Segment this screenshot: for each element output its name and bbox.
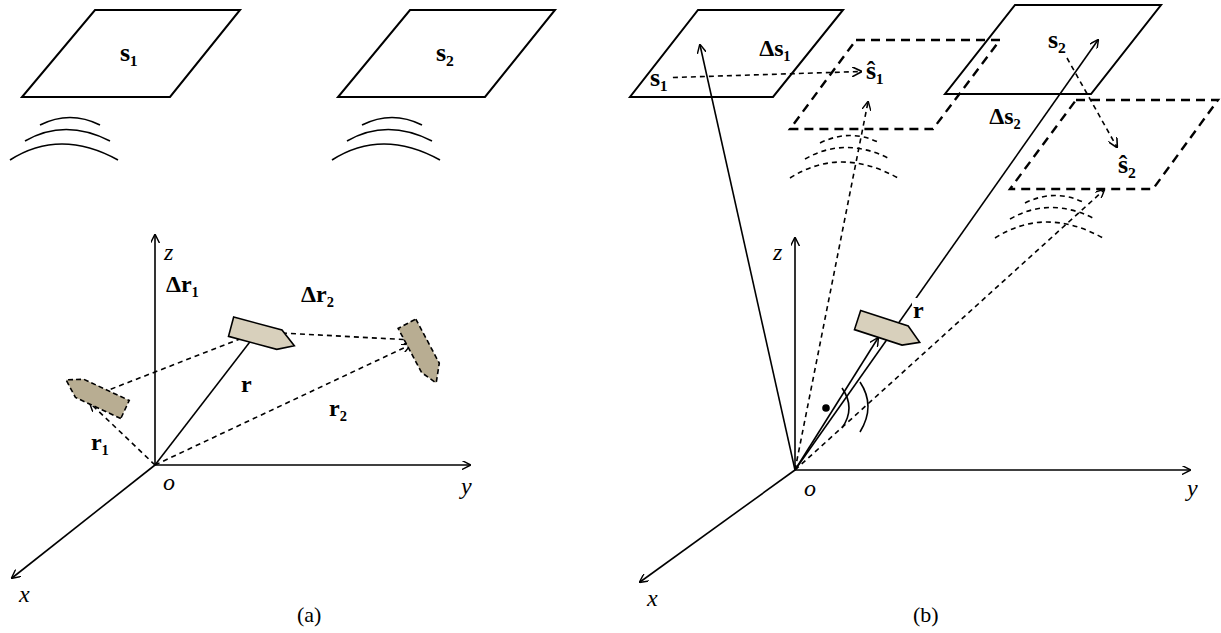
panel-label: (a) — [296, 604, 322, 626]
vector-label: Δr₁ — [165, 272, 200, 296]
position-vectors — [88, 332, 258, 398]
axes — [794, 238, 796, 470]
axes — [640, 470, 795, 582]
wave-fronts — [10, 118, 118, 161]
patch-label: s₂ — [436, 40, 454, 66]
position-vectors — [155, 345, 410, 465]
wave-fronts — [995, 196, 1103, 239]
wave-fronts — [10, 118, 1103, 239]
parallelogram-outline — [630, 10, 843, 97]
parallelogram-outline — [1008, 100, 1220, 192]
displacement-label: Δs₂ — [987, 104, 1023, 128]
vector-label: r — [240, 372, 253, 396]
ship-symbols — [61, 373, 129, 419]
vector-label: r — [912, 298, 925, 322]
position-vectors — [795, 190, 1104, 470]
parallelogram-outline — [788, 40, 1003, 132]
eye-symbol — [842, 388, 849, 428]
axes — [12, 235, 1190, 582]
axis-label: x — [18, 582, 31, 606]
surface-patch: s₂ — [336, 10, 558, 100]
position-vectors — [795, 40, 1098, 470]
parallelogram-outline — [1010, 100, 1218, 189]
parallelogram-outline — [22, 10, 240, 97]
axis-label: o — [803, 476, 817, 500]
axes — [155, 464, 470, 466]
wave-fronts — [332, 118, 440, 161]
axis-label: z — [163, 240, 174, 264]
position-vectors — [88, 40, 1104, 470]
displacement-label: Δs₁ — [757, 36, 793, 60]
axes — [154, 235, 156, 465]
parallelogram-outline — [790, 40, 1000, 129]
axes — [795, 469, 1190, 471]
vector-label: r₂ — [328, 396, 348, 420]
estimated-surface-patch: ŝ₁ — [788, 40, 1003, 132]
ship-symbols — [398, 319, 447, 387]
axes — [12, 465, 155, 578]
eye-symbol — [823, 382, 868, 432]
position-vectors — [795, 338, 878, 470]
patch-label: ŝ₂ — [1118, 152, 1136, 178]
surface-patch: s₁ — [20, 10, 245, 100]
eye-symbol — [860, 382, 868, 432]
patch-label: s₁ — [650, 65, 668, 91]
position-vectors — [155, 334, 256, 465]
axis-label: o — [162, 470, 176, 494]
ship-symbols — [61, 311, 923, 419]
eye-symbol — [823, 405, 829, 411]
surface-patch: s₂ — [943, 5, 1165, 97]
vector-label: Δr₂ — [300, 282, 335, 306]
patch-label: s₁ — [120, 40, 138, 66]
ship-symbols — [229, 317, 298, 353]
panel-label: (b) — [912, 604, 940, 626]
parallelogram-outline — [338, 10, 555, 97]
axis-label: z — [772, 240, 783, 264]
position-vectors — [700, 45, 795, 470]
axis-label: y — [1186, 476, 1199, 500]
patch-label: s₂ — [1048, 27, 1066, 53]
wave-fronts — [790, 136, 898, 179]
axis-label: y — [460, 474, 473, 498]
parallelogram-outline — [945, 5, 1161, 94]
axis-label: x — [646, 586, 659, 610]
surface-patch: s₁ — [628, 10, 848, 100]
vector-label: r₁ — [90, 430, 110, 454]
estimated-surface-patch: ŝ₂ — [1008, 100, 1220, 192]
patch-label: ŝ₁ — [866, 58, 884, 84]
